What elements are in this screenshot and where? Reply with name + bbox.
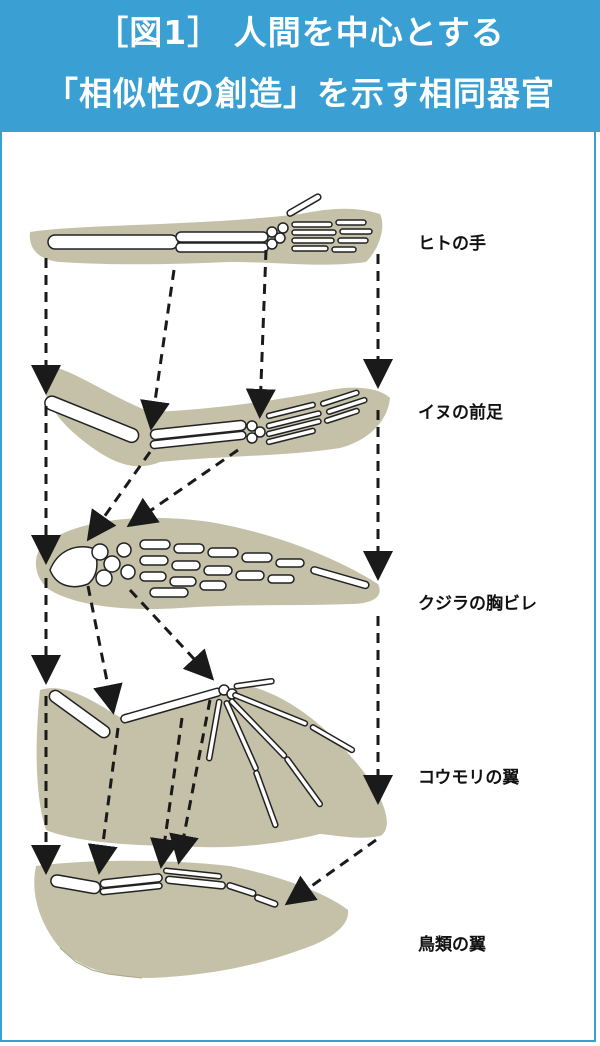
title-line-1: ［図1］ 人間を中心とする [95, 13, 505, 52]
bat-wing-shadow [36, 686, 387, 848]
arrow-bat-to-bird-carpals [150, 717, 184, 869]
dog-forelimb-figure [41, 366, 390, 467]
human-arm-figure [29, 193, 383, 265]
homologous-organs-diagram [29, 193, 393, 979]
arrow-human-to-dog-radius [140, 269, 176, 431]
title-banner: ［図1］ 人間を中心とする 「相似性の創造」を示す相同器官 [0, 0, 600, 132]
title-line-2: 「相似性の創造」を示す相同器官 [45, 74, 555, 113]
bat-wing-figure [36, 678, 387, 848]
whale-flipper-figure [35, 517, 380, 610]
arrow-bat-to-bird-radius [87, 727, 120, 875]
arrow-human-to-dog-carpals [245, 249, 276, 419]
arrow-bat-to-bird-digits [169, 699, 212, 865]
label-whale-flipper: クジラの胸ビレ [418, 594, 537, 614]
label-dog-forelimb: イヌの前足 [418, 403, 503, 423]
bird-wing-figure [34, 860, 349, 979]
bird-feather-edge [59, 947, 143, 979]
arrow-whale-to-bat-radius [86, 585, 123, 715]
arrow-bat-to-bird-tip [284, 838, 377, 906]
arrow-dog-to-whale-carpals [126, 448, 239, 528]
label-bird-wing: 鳥類の翼 [418, 935, 486, 955]
arrow-whale-to-bat-carpals [128, 588, 215, 681]
label-human-hand: ヒトの手 [418, 234, 486, 254]
label-bat-wing: コウモリの翼 [418, 768, 520, 788]
whale-flipper-shadow [35, 517, 380, 610]
